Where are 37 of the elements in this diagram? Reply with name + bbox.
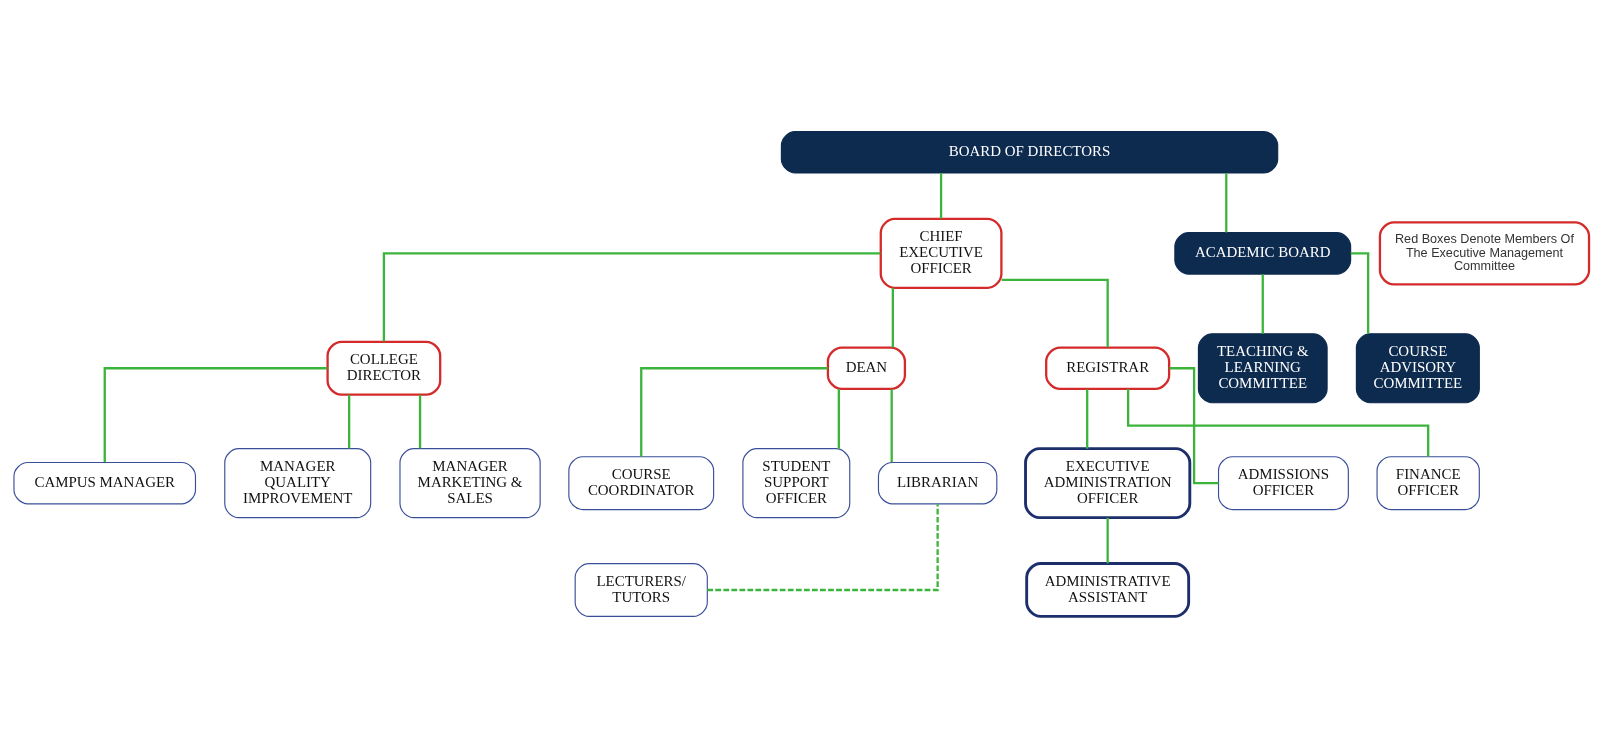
- node-box: STUDENT SUPPORT OFFICER: [742, 448, 851, 519]
- connector: [382, 252, 881, 342]
- connector: [103, 367, 328, 463]
- node-box: COURSE ADVISORY COMMITTEE: [1355, 333, 1480, 404]
- connector: [418, 394, 422, 449]
- connector: [837, 389, 840, 449]
- connector: [1225, 173, 1228, 233]
- node-box: COURSE COORDINATOR: [568, 456, 715, 511]
- node-box: CHIEF EXECUTIVE OFFICER: [879, 217, 1003, 289]
- node-box: CAMPUS MANAGER: [13, 461, 197, 505]
- node-box: ACADEMIC BOARD: [1174, 232, 1352, 275]
- node-box: LECTURERS/ TUTORS: [574, 563, 708, 617]
- node-box: DEAN: [826, 346, 907, 391]
- node-box: LIBRARIAN: [877, 461, 998, 505]
- node-box: TEACHING & LEARNING COMMITTEE: [1197, 333, 1328, 404]
- node-box: FINANCE OFFICER: [1376, 456, 1480, 511]
- connector: [707, 504, 939, 592]
- node-box: MANAGER QUALITY IMPROVEMENT: [224, 448, 372, 519]
- connector: [1261, 274, 1264, 334]
- node-box: BOARD OF DIRECTORS: [780, 131, 1279, 174]
- node-box: EXECUTIVE ADMINISTRATION OFFICER: [1024, 447, 1192, 520]
- connector: [939, 173, 943, 219]
- node-box: ADMISSIONS OFFICER: [1217, 456, 1349, 511]
- connector: [348, 394, 351, 449]
- node-box: Red Boxes Denote Members Of The Executive Management Committee: [1378, 221, 1591, 286]
- connector: [1086, 389, 1089, 449]
- node-box: COLLEGE DIRECTOR: [326, 340, 442, 396]
- connector: [1350, 252, 1370, 334]
- node-box: ADMINISTRATIVE ASSISTANT: [1025, 562, 1191, 618]
- connector: [1127, 389, 1430, 457]
- node-box: MANAGER MARKETING & SALES: [399, 448, 541, 519]
- node-box: REGISTRAR: [1045, 346, 1171, 391]
- connector: [890, 389, 893, 463]
- connector: [640, 367, 828, 457]
- connector: [1106, 517, 1109, 564]
- connector: [891, 287, 894, 348]
- connector: [1001, 278, 1109, 348]
